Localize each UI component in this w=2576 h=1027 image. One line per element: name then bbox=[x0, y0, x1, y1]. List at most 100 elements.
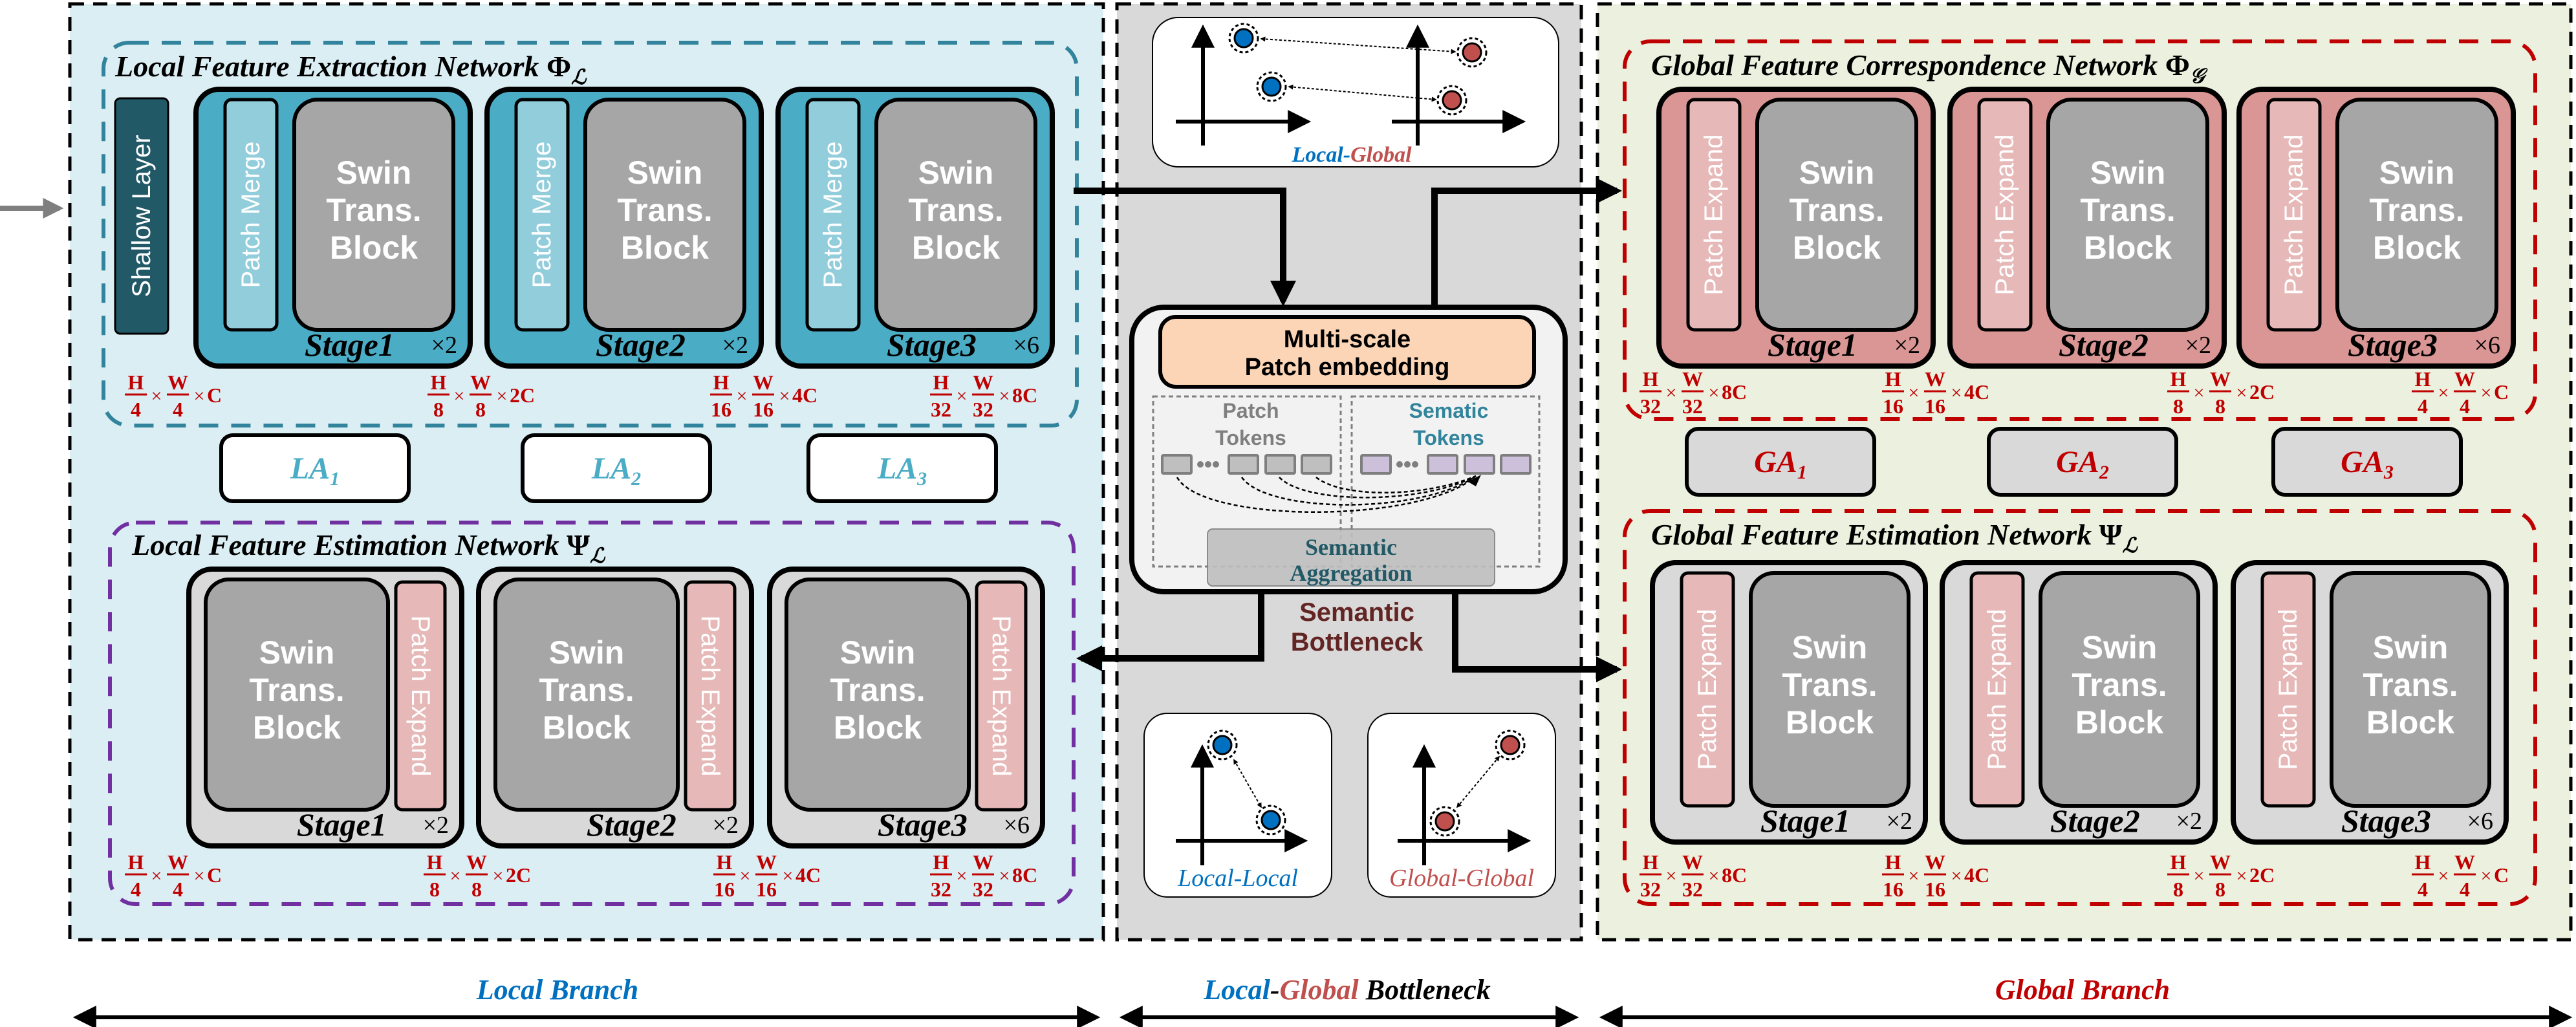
times-sign: × bbox=[151, 385, 162, 407]
dim-width-denominator: 32 bbox=[1682, 878, 1703, 901]
patch-strip-label: Patch Expand bbox=[1693, 609, 1722, 770]
semantic-token bbox=[1500, 454, 1532, 475]
swin-label-line2: Trans. bbox=[2363, 667, 2458, 703]
dim-height-denominator: 8 bbox=[433, 398, 444, 421]
similarity-arrow bbox=[1456, 755, 1500, 808]
dim-width-numerator: W bbox=[466, 850, 487, 874]
stage-label: Stage3 bbox=[887, 327, 977, 363]
global-point bbox=[1434, 811, 1455, 832]
patch-token bbox=[1264, 454, 1296, 475]
stage-label: Stage1 bbox=[305, 327, 395, 363]
adapter-subscript: 1 bbox=[1797, 462, 1807, 483]
swin-label-line1: Swin bbox=[2379, 155, 2455, 191]
stage-multiplier: ×2 bbox=[423, 812, 449, 839]
global-point bbox=[1500, 735, 1521, 755]
swin-label-line2: Trans. bbox=[2080, 192, 2175, 228]
legend-local: Local bbox=[1291, 143, 1343, 167]
global-branch-label: Global Branch bbox=[1995, 974, 2170, 1006]
global-adapter-2-label: GA2 bbox=[2056, 445, 2109, 483]
dim-height-denominator: 8 bbox=[2173, 878, 2183, 901]
dim-width-numerator: W bbox=[168, 850, 188, 874]
bottleneck-label-rest: Bottleneck bbox=[1359, 974, 1491, 1006]
patch-strip bbox=[1680, 571, 1735, 808]
global-correspondence-network-box bbox=[1623, 39, 2537, 421]
stage-label: Stage1 bbox=[1760, 803, 1850, 839]
dim-width-denominator: 4 bbox=[173, 878, 183, 901]
local-point bbox=[1233, 28, 1254, 49]
embedding-label-line2: Patch embedding bbox=[1245, 354, 1450, 381]
dim-width-denominator: 4 bbox=[2460, 878, 2470, 901]
dim-width-numerator: W bbox=[753, 371, 774, 394]
swin-label-line1: Swin bbox=[549, 634, 625, 671]
stage-multiplier: ×6 bbox=[2467, 808, 2493, 835]
adapter-subscript: 2 bbox=[631, 468, 641, 490]
patch-strip bbox=[514, 98, 570, 332]
dim-width-denominator: 32 bbox=[973, 398, 993, 421]
correspondence-arrow bbox=[1260, 36, 1456, 54]
global-estimation-network-box bbox=[1623, 509, 2537, 906]
dim-height-numerator: H bbox=[427, 850, 443, 874]
swin-label-line3: Block bbox=[2366, 704, 2454, 741]
patch-strip bbox=[684, 580, 737, 812]
times-sign: × bbox=[2438, 382, 2449, 404]
dim-height-numerator: H bbox=[717, 850, 733, 874]
dim-width-numerator: W bbox=[2210, 367, 2231, 391]
swin-label-line2: Trans. bbox=[249, 672, 344, 708]
network-title: Global Feature Estimation Network Ψℒ bbox=[1651, 518, 2139, 557]
swin-label-line1: Swin bbox=[259, 634, 335, 671]
patch-strip-label: Patch Expand bbox=[2280, 134, 2308, 295]
stage-label: Stage2 bbox=[2059, 327, 2148, 363]
swin-transformer-block bbox=[2039, 571, 2200, 808]
legend-global: Global bbox=[1350, 143, 1412, 167]
dim-width-numerator: W bbox=[1925, 367, 1945, 391]
ellipsis-dot bbox=[1404, 461, 1411, 468]
patch-strip bbox=[975, 580, 1028, 812]
local-point-halo bbox=[1255, 805, 1286, 836]
correspondence-arrow bbox=[1288, 84, 1437, 102]
dim-channels: 2C bbox=[2249, 863, 2275, 887]
dim-height-numerator: H bbox=[2415, 850, 2431, 874]
dim-height-numerator: H bbox=[2170, 850, 2187, 874]
swin-label-line3: Block bbox=[912, 230, 1000, 266]
global-adapter-2 bbox=[1987, 427, 2178, 497]
swin-label-line3: Block bbox=[330, 230, 418, 266]
semantic-tokens-label-line1: Sematic bbox=[1409, 399, 1489, 422]
dim-width-denominator: 8 bbox=[2215, 395, 2225, 418]
stage-multiplier: ×2 bbox=[722, 332, 748, 359]
swin-label-line2: Trans. bbox=[1782, 667, 1877, 703]
patch-tokens-label-line2: Tokens bbox=[1215, 426, 1286, 449]
dim-height-numerator: H bbox=[713, 371, 730, 394]
ellipsis-dot bbox=[1213, 461, 1219, 468]
dim-width-denominator: 32 bbox=[1682, 395, 1703, 418]
dim-height-numerator: H bbox=[1885, 367, 1901, 391]
dim-channels: 8C bbox=[1722, 380, 1747, 404]
stage-label: Stage3 bbox=[878, 806, 968, 843]
stage-label: Stage2 bbox=[587, 806, 676, 843]
dim-width-numerator: W bbox=[1925, 850, 1945, 874]
stage-multiplier: ×2 bbox=[431, 332, 457, 359]
flow-arrow-to-embedding bbox=[1074, 188, 1296, 307]
aggregation-label-line2: Aggregation bbox=[1290, 560, 1412, 586]
dim-width-denominator: 4 bbox=[173, 398, 183, 421]
stage-label: Stage1 bbox=[297, 806, 387, 843]
local-point bbox=[1212, 735, 1233, 755]
dim-height-denominator: 32 bbox=[1640, 395, 1661, 418]
aggregation-link bbox=[1240, 475, 1477, 506]
dim-channels: 8C bbox=[1012, 863, 1037, 887]
stage-multiplier: ×2 bbox=[713, 812, 739, 839]
times-sign: × bbox=[454, 385, 465, 407]
dim-height-numerator: H bbox=[1885, 850, 1901, 874]
shallow-layer-label: Shallow Layer bbox=[127, 135, 156, 297]
swin-transformer-block bbox=[1749, 571, 1910, 808]
dim-channels: C bbox=[2494, 380, 2509, 404]
network-symbol: Ψ bbox=[567, 528, 590, 561]
stage-label: Stage2 bbox=[2050, 803, 2140, 839]
patch-strip-label: Patch Expand bbox=[696, 615, 724, 776]
times-sign: × bbox=[999, 865, 1010, 887]
dim-height-numerator: H bbox=[2415, 367, 2431, 391]
adapter-base: GA bbox=[1754, 445, 1797, 479]
local-estimation-network-box bbox=[108, 521, 1076, 906]
patch-strip-label: Patch Expand bbox=[2274, 609, 2302, 770]
times-sign: × bbox=[2236, 865, 2247, 887]
